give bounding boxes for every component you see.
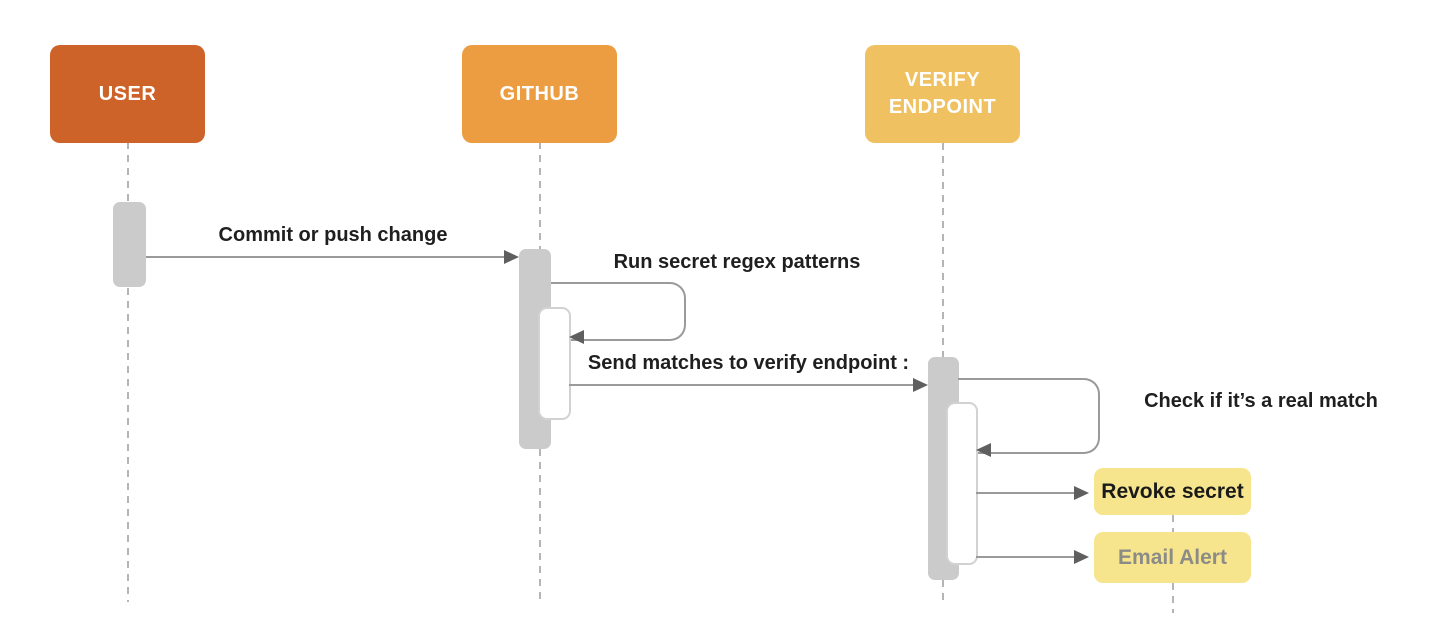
actor-box-github: GITHUB <box>462 45 617 143</box>
actor-box-user: USER <box>50 45 205 143</box>
lifeline-user-lower <box>127 288 129 602</box>
arrowhead-run-regex <box>569 330 584 344</box>
activation-verify-nested <box>946 402 978 565</box>
activation-user <box>113 202 146 287</box>
note-box-email-alert: Email Alert <box>1094 532 1251 583</box>
message-label-commit-or-push: Commit or push change <box>218 224 448 246</box>
note-label-revoke-secret: Revoke secret <box>1101 479 1244 503</box>
actor-box-verify-endpoint: VERIFY ENDPOINT <box>865 45 1020 143</box>
activation-github-nested <box>538 307 571 420</box>
arrowhead-revoke-secret <box>1074 486 1089 500</box>
message-label-send-matches: Send matches to verify endpoint : <box>587 352 910 374</box>
message-line-revoke-secret <box>976 492 1076 494</box>
actor-label-user: USER <box>98 82 157 105</box>
note-box-revoke-secret: Revoke secret <box>1094 468 1251 515</box>
message-line-email-alert <box>976 556 1076 558</box>
message-line-send-matches <box>569 384 915 386</box>
actor-label-github: GITHUB <box>499 82 580 105</box>
self-loop-github <box>551 282 686 341</box>
actor-label-verify-endpoint: VERIFY ENDPOINT <box>888 69 997 118</box>
lifeline-note-mid <box>1172 515 1174 532</box>
arrowhead-commit-or-push <box>504 250 519 264</box>
note-label-email-alert: Email Alert <box>1118 545 1227 569</box>
arrowhead-email-alert <box>1074 550 1089 564</box>
message-label-check-match: Check if it’s a real match <box>1144 390 1378 412</box>
lifeline-github-upper <box>539 142 541 250</box>
arrowhead-check-match <box>976 443 991 457</box>
self-loop-verify <box>958 378 1100 454</box>
lifeline-verify-lower <box>942 580 944 603</box>
lifeline-note-lower <box>1172 583 1174 613</box>
lifeline-github-lower <box>539 449 541 602</box>
message-line-commit-or-push <box>146 256 506 258</box>
lifeline-user-upper <box>127 142 129 202</box>
arrowhead-send-matches <box>913 378 928 392</box>
lifeline-verify-upper <box>942 143 944 357</box>
message-label-run-regex: Run secret regex patterns <box>613 251 861 273</box>
